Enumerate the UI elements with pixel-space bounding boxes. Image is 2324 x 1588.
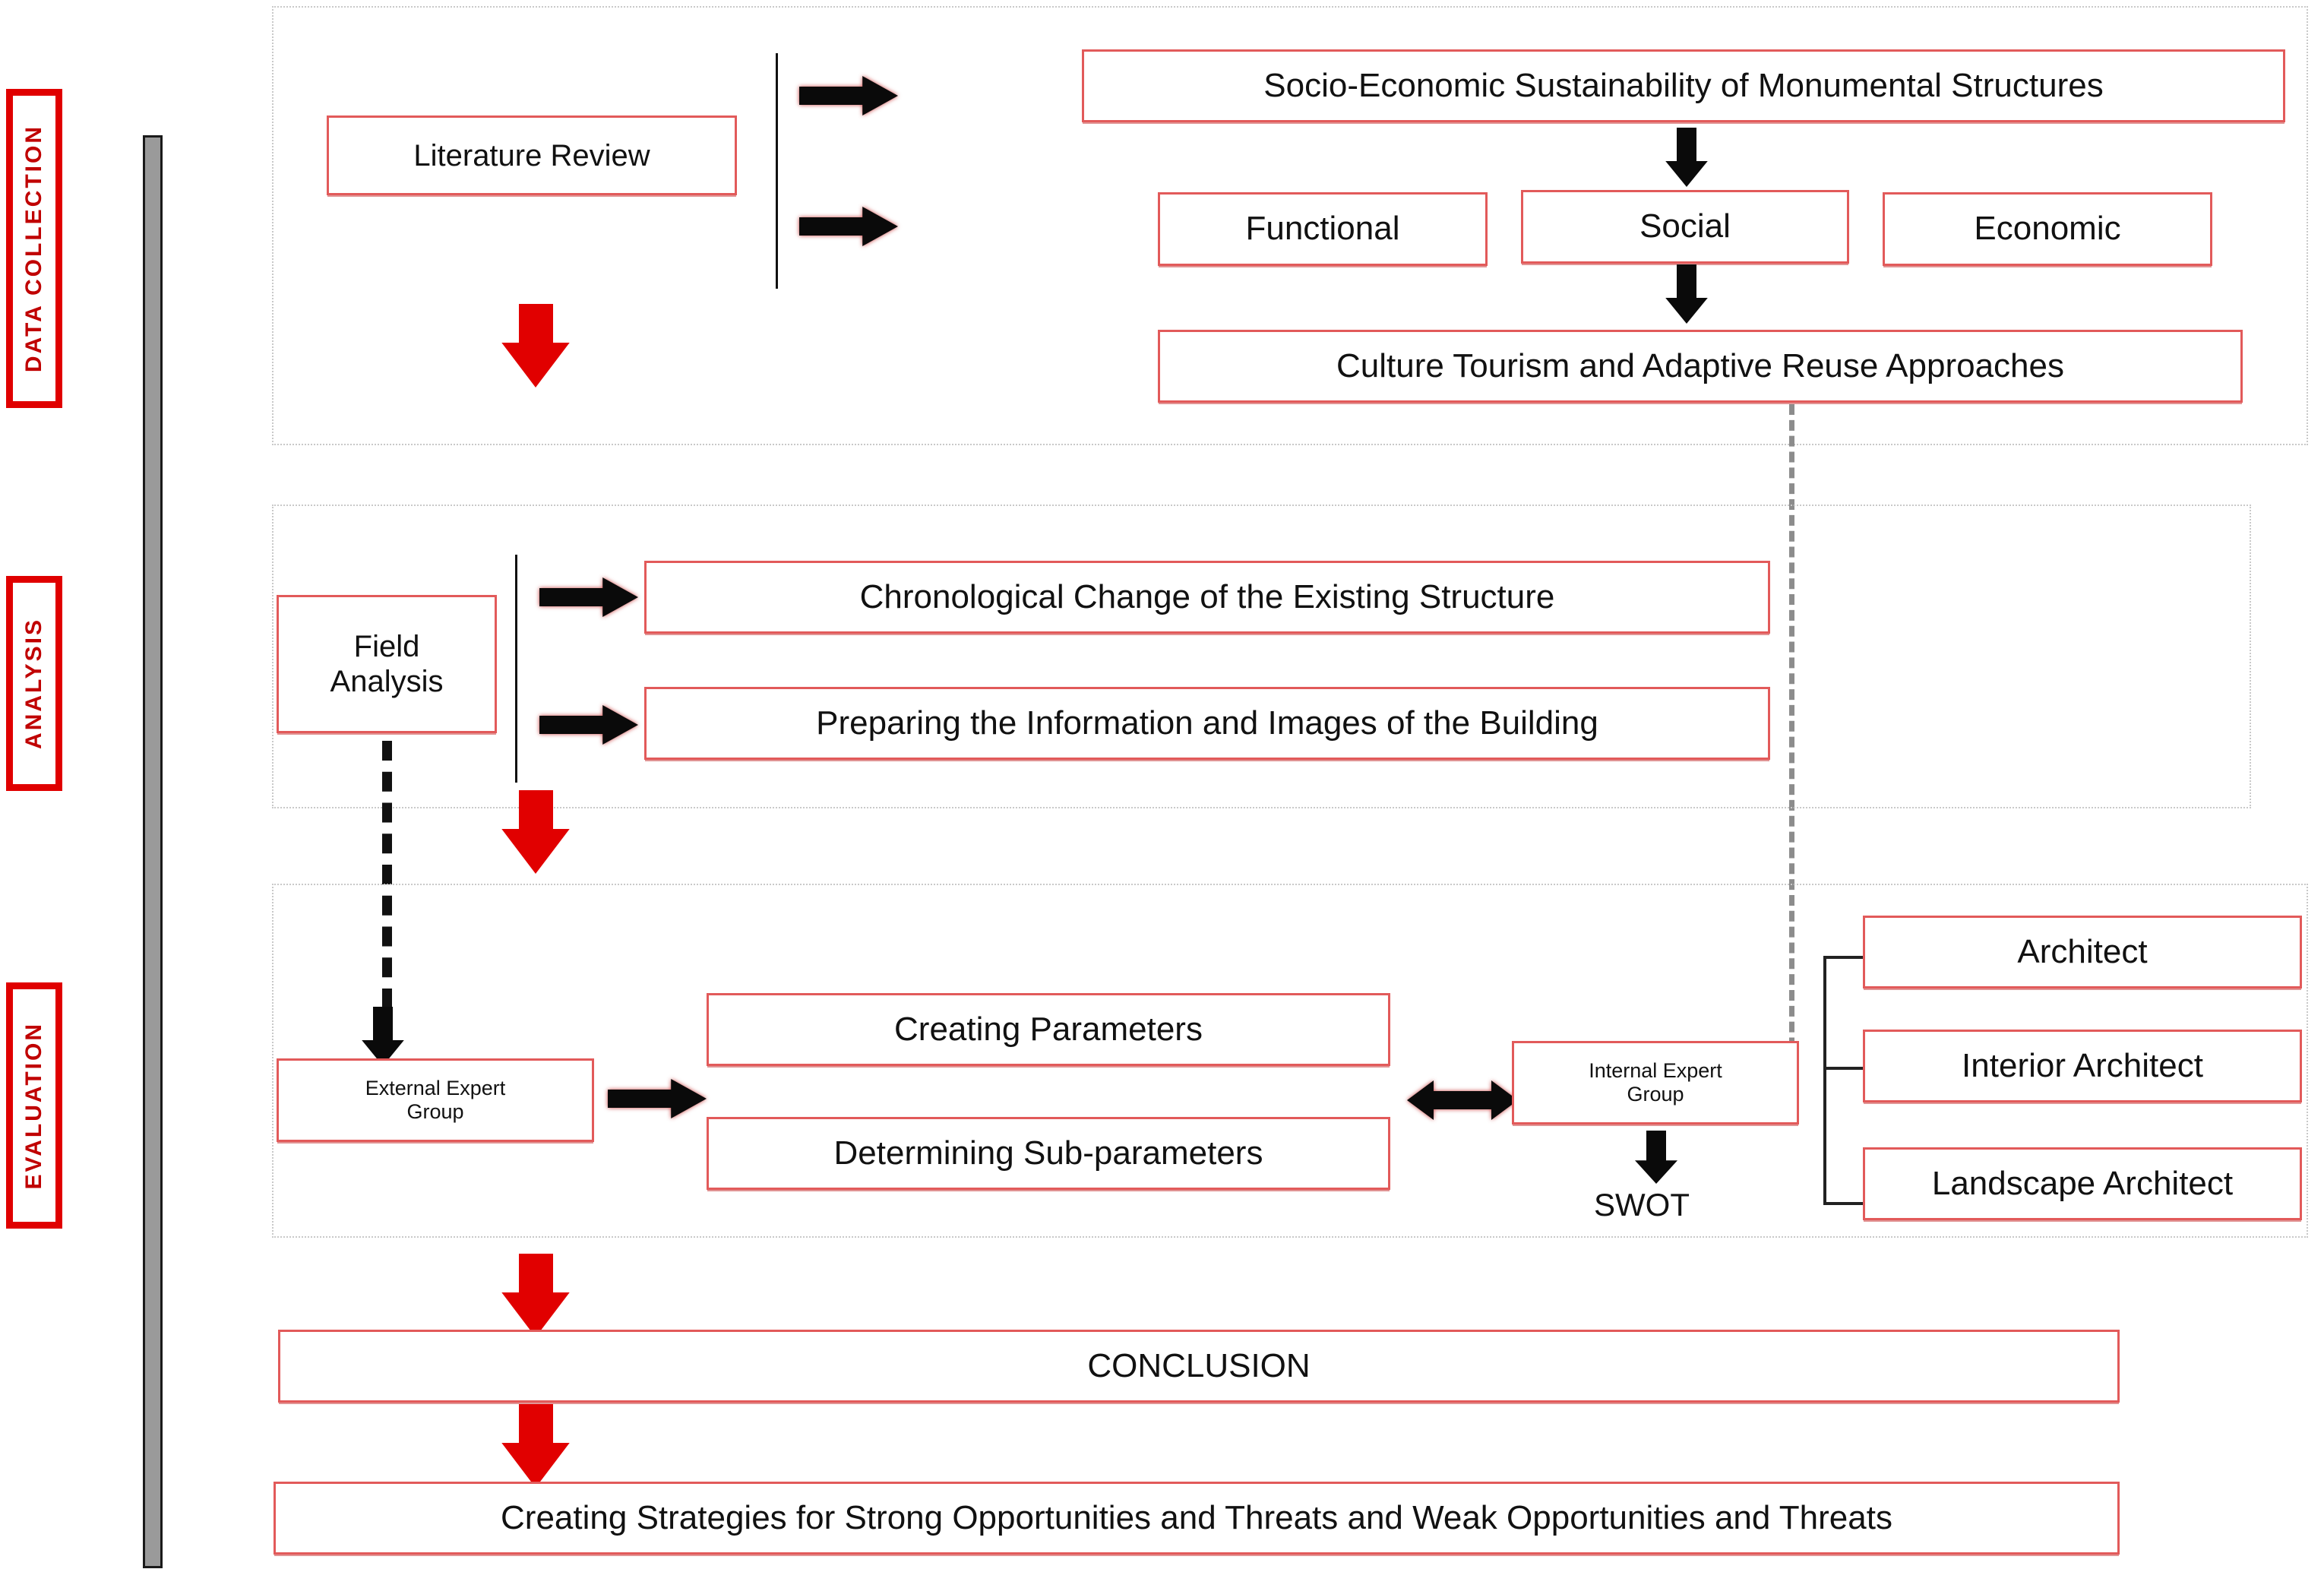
arrow-internal-expert-to-swot (1635, 1131, 1677, 1184)
node-internal-expert-group[interactable]: Internal Expert Group (1512, 1041, 1799, 1125)
node-preparing-information[interactable]: Preparing the Information and Images of … (644, 687, 1770, 760)
node-expert-architect-text: Architect (2017, 932, 2148, 970)
expert-roles-bracket-stub-interior-architect (1823, 1067, 1863, 1070)
node-external-expert-group[interactable]: External Expert Group (277, 1058, 594, 1142)
arrow-social-to-culture-tourism (1665, 264, 1708, 324)
node-internal-expert-group-line1: Internal Expert (1589, 1058, 1722, 1082)
phase-label-data-collection-text: DATA COLLECTION (21, 124, 46, 373)
node-culture-tourism[interactable]: Culture Tourism and Adaptive Reuse Appro… (1158, 330, 2243, 403)
phase-label-evaluation-text: EVALUATION (21, 1021, 46, 1190)
node-determining-sub-parameters[interactable]: Determining Sub-parameters (707, 1117, 1390, 1190)
node-culture-tourism-text: Culture Tourism and Adaptive Reuse Appro… (1336, 346, 2064, 384)
phase-label-analysis-text: ANALYSIS (21, 618, 46, 749)
node-literature-review[interactable]: Literature Review (327, 115, 737, 195)
node-conclusion[interactable]: CONCLUSION (278, 1330, 2120, 1403)
node-expert-landscape-architect[interactable]: Landscape Architect (1863, 1147, 2302, 1220)
node-determining-sub-parameters-text: Determining Sub-parameters (833, 1134, 1263, 1172)
node-conclusion-text: CONCLUSION (1087, 1346, 1311, 1384)
phase-label-evaluation: EVALUATION (6, 982, 62, 1229)
node-pillar-economic[interactable]: Economic (1883, 192, 2212, 266)
node-field-analysis-line2: Analysis (330, 665, 444, 698)
node-creating-parameters-text: Creating Parameters (894, 1010, 1203, 1048)
divider-literature-branch (776, 53, 778, 289)
arrow-external-expert-to-parameters (608, 1079, 707, 1118)
node-expert-interior-architect-text: Interior Architect (1962, 1046, 2203, 1084)
node-expert-interior-architect[interactable]: Interior Architect (1863, 1030, 2302, 1102)
arrow-phase-data-collection-down (501, 304, 570, 388)
arrow-into-external-expert-group (362, 1007, 404, 1066)
node-expert-landscape-architect-text: Landscape Architect (1931, 1164, 2234, 1202)
node-external-expert-group-line2: Group (406, 1100, 464, 1123)
section-evaluation (272, 884, 2308, 1238)
expert-roles-bracket (1823, 956, 1826, 1205)
node-expert-architect[interactable]: Architect (1863, 916, 2302, 989)
node-field-analysis[interactable]: Field Analysis (277, 595, 497, 733)
divider-field-analysis-branch (515, 555, 517, 783)
node-preparing-information-text: Preparing the Information and Images of … (816, 704, 1598, 742)
node-external-expert-group-line1: External Expert (365, 1076, 506, 1099)
node-pillar-functional[interactable]: Functional (1158, 192, 1488, 266)
node-chronological-change[interactable]: Chronological Change of the Existing Str… (644, 561, 1770, 634)
node-socio-economic-sustainability[interactable]: Socio-Economic Sustainability of Monumen… (1082, 49, 2285, 122)
arrow-field-to-chronological (539, 577, 638, 617)
phase-label-analysis: ANALYSIS (6, 576, 62, 791)
expert-roles-bracket-stub-architect (1823, 956, 1863, 959)
arrow-conclusion-to-strategies (501, 1404, 570, 1488)
node-pillar-social-text: Social (1639, 207, 1731, 245)
arrow-evaluation-to-conclusion (501, 1254, 570, 1337)
arrow-parameters-internal-expert-bidirectional (1407, 1080, 1518, 1120)
process-spine (143, 135, 163, 1568)
node-field-analysis-line1: Field (353, 630, 420, 663)
expert-roles-bracket-stub-landscape-architect (1823, 1202, 1863, 1205)
arrow-literature-to-pillars (799, 207, 898, 246)
connector-field-analysis-to-external-expert (382, 741, 392, 1008)
arrow-phase-analysis-down (501, 790, 570, 874)
node-creating-strategies-text: Creating Strategies for Strong Opportuni… (501, 1498, 1892, 1536)
node-socio-economic-sustainability-text: Socio-Economic Sustainability of Monumen… (1263, 66, 2104, 104)
section-analysis (272, 505, 2251, 808)
section-data-collection (272, 6, 2308, 445)
node-pillar-functional-text: Functional (1245, 210, 1400, 248)
arrow-literature-to-socioeconomic (799, 76, 898, 115)
phase-label-data-collection: DATA COLLECTION (6, 89, 62, 408)
node-internal-expert-group-line2: Group (1627, 1083, 1684, 1106)
label-swot: SWOT (1594, 1187, 1690, 1223)
node-literature-review-text: Literature Review (413, 138, 650, 172)
node-pillar-social[interactable]: Social (1521, 190, 1849, 264)
arrow-socioeconomic-to-pillars (1665, 128, 1708, 187)
node-creating-strategies[interactable]: Creating Strategies for Strong Opportuni… (274, 1482, 2120, 1555)
arrow-field-to-preparing (539, 705, 638, 745)
connector-culture-tourism-to-internal-expert (1789, 404, 1794, 1096)
node-chronological-change-text: Chronological Change of the Existing Str… (859, 577, 1555, 615)
node-pillar-economic-text: Economic (1974, 210, 2121, 248)
node-creating-parameters[interactable]: Creating Parameters (707, 993, 1390, 1066)
